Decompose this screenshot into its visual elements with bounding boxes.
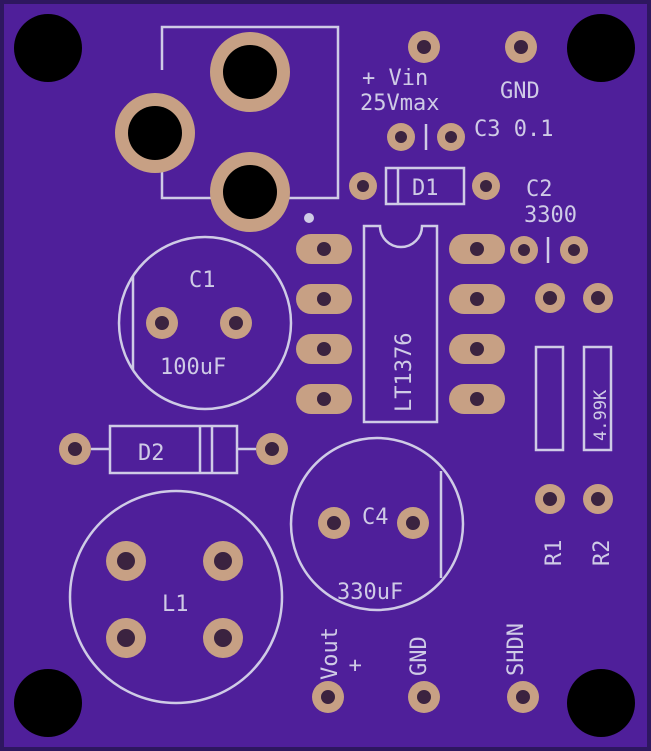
r1-label: R1 — [542, 540, 567, 567]
mounting-hole-bottom-right — [567, 669, 635, 737]
r2-label: R2 — [590, 540, 615, 567]
mounting-hole-top-left — [14, 14, 82, 82]
mounting-hole-bottom-left — [14, 669, 82, 737]
mounting-hole-top-right — [567, 14, 635, 82]
capacitor-c3 — [387, 123, 465, 151]
board-substrate — [4, 4, 647, 747]
l1-label: L1 — [162, 592, 189, 617]
resistor-r1-body — [534, 345, 565, 452]
diode-d2 — [59, 424, 288, 475]
gnd-top-label: GND — [500, 79, 540, 104]
inductor-l1 — [68, 489, 284, 705]
c2-value: 3300 — [524, 203, 577, 228]
capacitor-c1 — [117, 235, 293, 411]
c1-label: C1 — [189, 268, 216, 293]
c3-label: C3 0.1 — [474, 117, 553, 142]
ic-label: LT1376 — [392, 333, 417, 412]
mounting-holes — [14, 14, 635, 737]
d2-label: D2 — [138, 441, 165, 466]
diode-d1 — [349, 166, 500, 206]
ic-pin1-marker — [304, 213, 314, 223]
c4-label: C4 — [362, 505, 389, 530]
ic-lt1376 — [296, 224, 505, 424]
capacitor-c4 — [289, 436, 465, 612]
c2-label: C2 — [526, 177, 553, 202]
resistor-r2-body — [582, 345, 613, 452]
r2-value: 4.99K — [591, 389, 611, 441]
gnd-bottom-label: GND — [407, 636, 432, 676]
d1-label: D1 — [412, 176, 439, 201]
vin-max-label: 25Vmax — [360, 91, 439, 116]
vin-label: + Vin — [362, 66, 428, 91]
shdn-label: SHDN — [504, 623, 529, 676]
vout-plus-label: + — [343, 659, 368, 672]
capacitor-c2 — [510, 236, 588, 264]
c4-value: 330uF — [337, 580, 403, 605]
c1-value: 100uF — [160, 355, 226, 380]
barrel-jack — [115, 25, 340, 232]
vout-label: Vout — [318, 627, 343, 680]
